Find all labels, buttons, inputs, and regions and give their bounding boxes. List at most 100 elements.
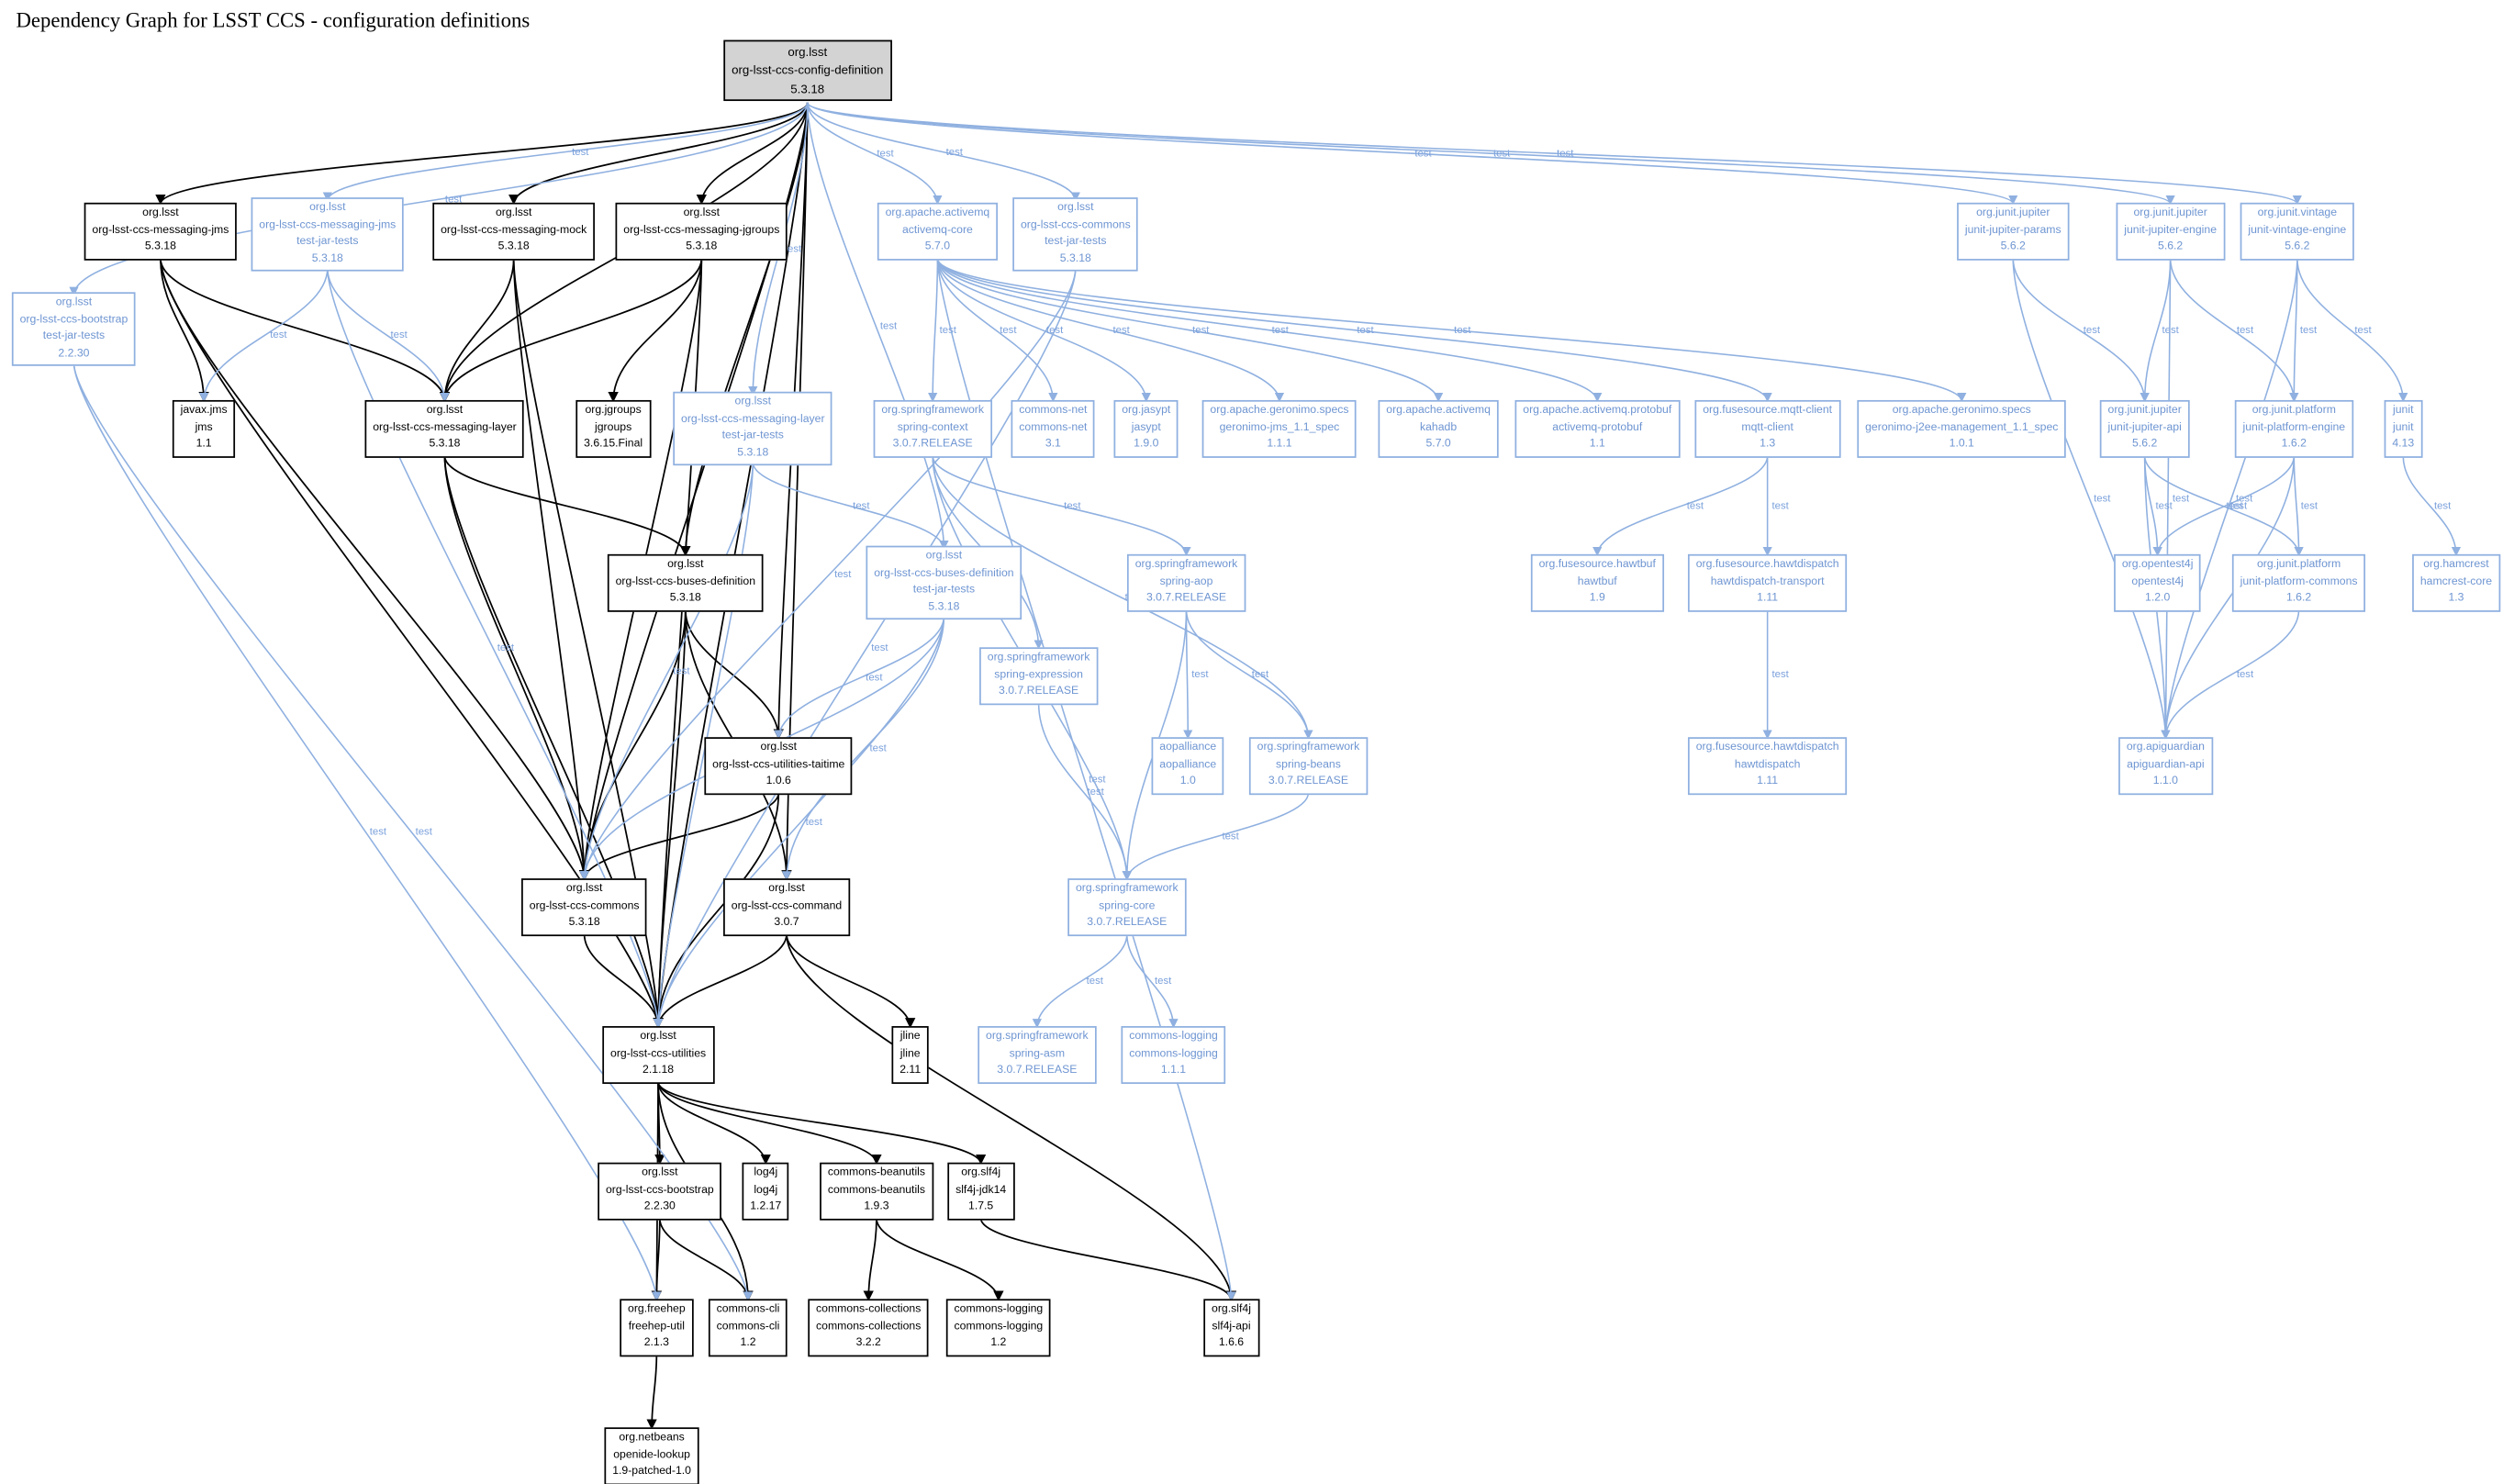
edge-jupiter-engine-to-platform-engine [2169, 258, 2299, 403]
edge-root-to-buses-definition [680, 102, 809, 557]
edge-messaging-mock-to-commons [512, 258, 590, 881]
edge-junit-to-hamcrest [2402, 455, 2462, 557]
edge-label-mqtt-client-to-hawtbuf: test [1687, 500, 1704, 511]
edge-label-activemq-core-to-spring-context: test [940, 325, 957, 336]
edge-jupiter-engine-to-jupiter-api [2140, 258, 2172, 403]
edge-buses-tests-to-command [781, 616, 945, 881]
edge-label-jupiter-engine-to-apiguardian: test [2173, 494, 2190, 505]
edge-utilities-to-log4j [657, 1081, 771, 1166]
edge-buses-definition-to-taitime [684, 609, 784, 740]
edge-spring-aop-to-spring-beans [1185, 609, 1313, 740]
edge-root-to-jupiter-params [806, 102, 2018, 206]
edge-label-jupiter-api-to-apiguardian: test [2160, 592, 2177, 603]
edge-label-jms-tests-to-javax-jms: test [270, 329, 287, 340]
edge-command-to-slf4j-api [786, 933, 1237, 1301]
edge-jms-tests-to-utilities [327, 268, 664, 1029]
edge-activemq-core-to-geronimo-j2ee [936, 258, 1967, 403]
edge-activemq-core-to-kahadb [936, 258, 1444, 403]
edge-root-to-jms-tests [322, 102, 809, 202]
edge-buses-tests-to-taitime [774, 616, 945, 740]
edge-label-root-to-layer-tests: test [785, 244, 802, 255]
edge-jms-tests-to-javax-jms [199, 268, 329, 403]
edge-platform-engine-to-opentest4j [2152, 455, 2296, 557]
edge-label-spring-context-to-spring-core: test [1034, 663, 1052, 674]
graph-title: Dependency Graph for LSST CCS - configur… [16, 7, 531, 32]
edge-label-spring-context-to-spring-expression: test [990, 547, 1008, 558]
edge-label-vintage-engine-to-junit: test [2354, 325, 2372, 336]
edge-activemq-core-to-jasypt [936, 258, 1151, 403]
edge-root-to-bootstrap-tests [69, 102, 809, 296]
edge-commons-beanutils-to-commons-logging-12 [876, 1218, 1004, 1301]
edge-messaging-jgroups-to-jgroups [608, 258, 703, 403]
edge-messaging-layer-to-utilities [443, 455, 664, 1029]
edge-label-spring-core-to-spring-asm: test [1087, 976, 1104, 987]
edge-root-to-messaging-jms [155, 102, 809, 206]
edge-spring-beans-to-spring-core [1122, 792, 1310, 881]
edge-utilities-to-commons-beanutils [657, 1081, 882, 1166]
edge-activemq-core-to-geronimo-jms [936, 258, 1285, 403]
edge-label-platform-engine-to-platform-commons: test [2301, 500, 2318, 511]
edge-label-root-to-vintage-engine: test [1557, 149, 1574, 160]
edge-layer-tests-to-buses-tests [752, 462, 949, 551]
edge-messaging-mock-to-messaging-layer [439, 258, 515, 403]
edge-label-spring-context-to-spring-beans: test [1125, 592, 1143, 603]
edge-root-to-commons [578, 102, 809, 881]
edge-commons-to-utilities [583, 933, 664, 1029]
edge-label-jms-tests-to-messaging-layer: test [390, 329, 408, 340]
edge-spring-context-to-spring-beans [932, 455, 1313, 740]
edge-bootstrap-to-freehep-util [651, 1218, 663, 1301]
edge-label-hawtdispatch-transport-to-hawtdispatch: test [1771, 669, 1789, 680]
edge-label-spring-aop-to-spring-beans: test [1252, 669, 1269, 680]
edge-root-to-buses-tests [806, 102, 949, 551]
edge-spring-core-to-spring-asm [1032, 933, 1128, 1029]
edge-jupiter-engine-to-apiguardian [2161, 258, 2172, 740]
edge-activemq-core-to-mqtt-client [936, 258, 1772, 403]
edge-label-buses-tests-to-command: test [870, 743, 888, 754]
edge-label-root-to-bootstrap-tests: test [445, 194, 463, 205]
edge-spring-aop-to-aopalliance [1183, 609, 1193, 740]
edge-commons-beanutils-to-commons-collections [863, 1218, 877, 1301]
edge-label-spring-beans-to-spring-core: test [1222, 831, 1239, 842]
edge-spring-context-to-spring-core [932, 455, 1132, 881]
edge-label-jupiter-engine-to-platform-engine: test [2237, 325, 2254, 336]
edge-label-spring-aop-to-spring-core: test [1161, 740, 1179, 751]
edge-label-vintage-engine-to-platform-engine: test [2300, 325, 2318, 336]
edge-label-root-to-jms-tests: test [572, 147, 589, 158]
edge-label-buses-tests-to-taitime: test [866, 673, 883, 684]
edge-commons-tests-to-utilities [654, 268, 1077, 1029]
edge-messaging-jgroups-to-messaging-layer [439, 258, 703, 403]
edge-bootstrap-tests-to-commons-cli [73, 363, 754, 1301]
edge-label-jupiter-params-to-apiguardian: test [2094, 494, 2111, 505]
edge-label-commons-tests-to-commons: test [834, 569, 852, 580]
edge-messaging-layer-to-buses-definition [443, 455, 691, 557]
edge-spring-core-to-commons-logging-111 [1126, 933, 1179, 1029]
edge-vintage-engine-to-junit [2296, 258, 2408, 403]
edge-label-activemq-core-to-geronimo-j2ee: test [1454, 325, 1471, 336]
edge-label-jupiter-params-to-jupiter-api: test [2084, 325, 2101, 336]
edge-label-layer-tests-to-buses-tests: test [853, 500, 870, 511]
edge-utilities-to-slf4j-jdk14 [657, 1081, 987, 1166]
edge-mqtt-client-to-hawtbuf [1592, 455, 1769, 557]
edge-label-layer-tests-to-utilities: test [710, 740, 728, 751]
edge-messaging-layer-to-commons [443, 455, 590, 881]
edge-label-spring-context-to-spring-aop: test [1064, 500, 1081, 511]
edge-label-platform-commons-to-apiguardian: test [2237, 669, 2254, 680]
edge-messaging-jms-to-messaging-layer [160, 258, 451, 403]
edge-label-mqtt-client-to-hawtdispatch-transport: test [1771, 500, 1789, 511]
edge-label-jupiter-engine-to-jupiter-api: test [2162, 325, 2179, 336]
edge-buses-tests-to-utilities [654, 616, 945, 1029]
edge-label-jupiter-api-to-opentest4j: test [2155, 500, 2173, 511]
edge-slf4j-jdk14-to-slf4j-api [979, 1218, 1237, 1301]
edge-label-activemq-core-to-commons-net: test [1000, 325, 1017, 336]
edge-jms-tests-to-messaging-layer [327, 268, 450, 403]
edge-platform-commons-to-apiguardian [2161, 609, 2300, 740]
edge-label-layer-tests-to-commons: test [673, 666, 690, 677]
edge-label-activemq-core-to-mqtt-client: test [1357, 325, 1374, 336]
edge-messaging-jms-to-javax-jms [160, 258, 209, 403]
edge-commons-tests-to-commons [579, 268, 1077, 881]
edge-jupiter-params-to-jupiter-api [2012, 258, 2150, 403]
edge-bootstrap-to-commons-cli [658, 1218, 754, 1301]
edge-platform-engine-to-apiguardian [2161, 455, 2296, 740]
